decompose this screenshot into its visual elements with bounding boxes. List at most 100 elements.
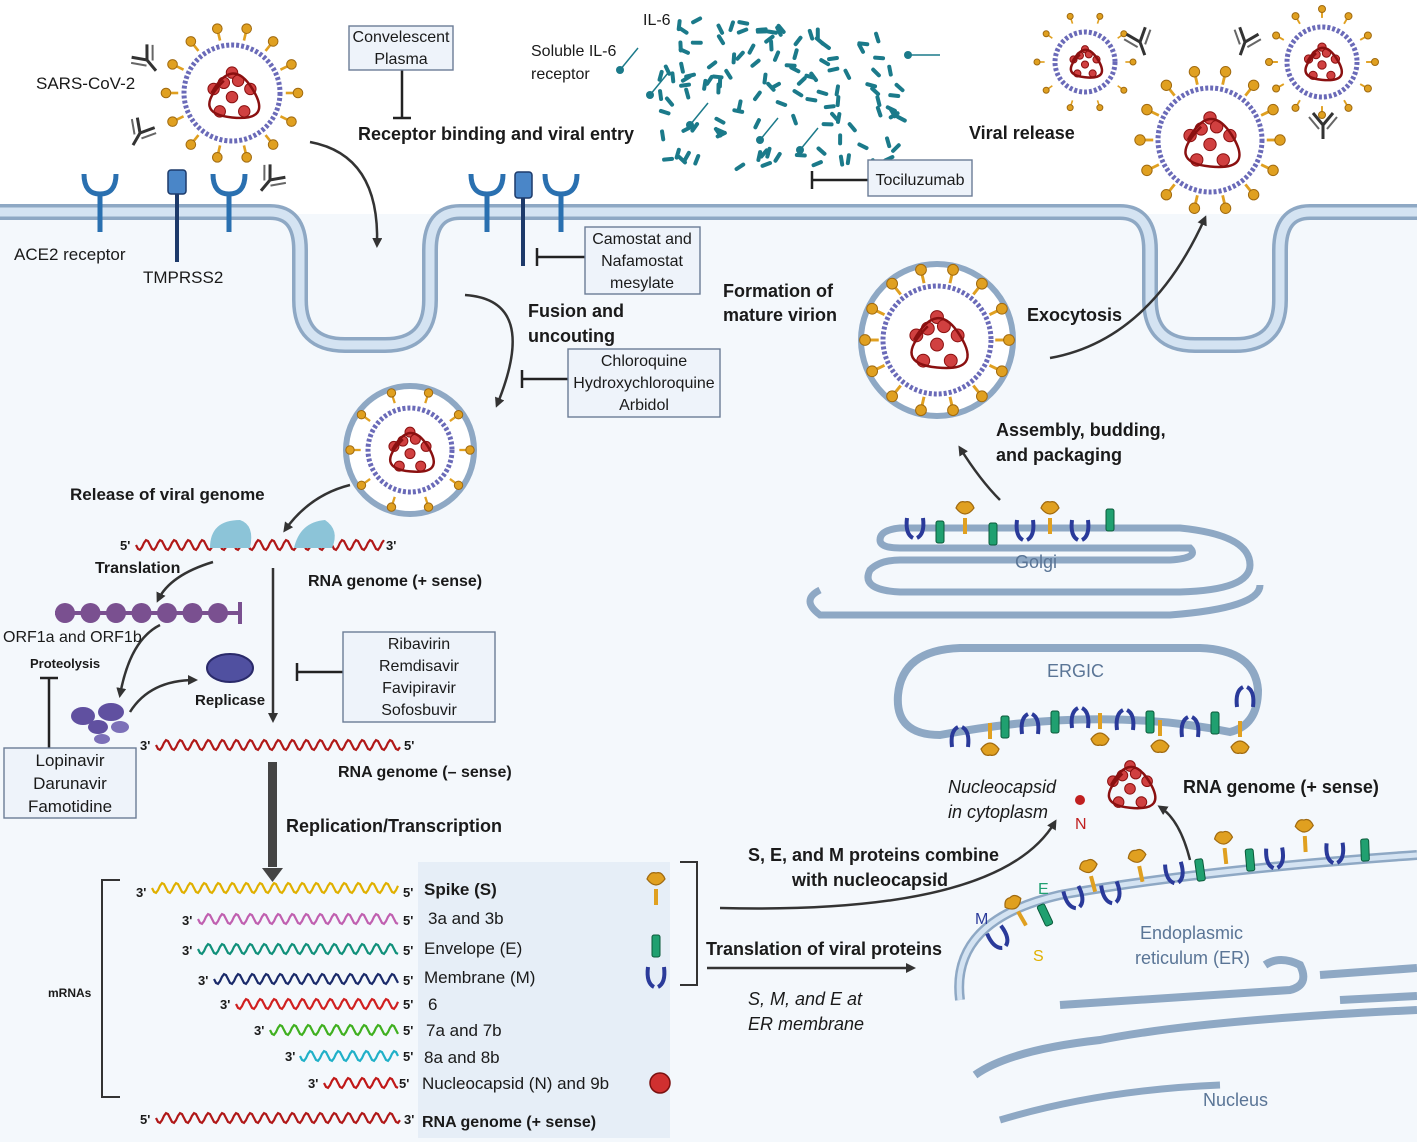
translation-label: Translation <box>95 560 180 577</box>
drug-name: Chloroquine <box>601 353 687 370</box>
drug-name: Darunavir <box>33 774 107 793</box>
five-prime-label: 5' <box>403 913 413 928</box>
ace2-receptor-icon <box>468 173 506 232</box>
translation-arrow <box>156 560 214 603</box>
three-prime-label: 3' <box>404 1112 414 1127</box>
replicase-icon <box>206 653 254 683</box>
drug-name: Plasma <box>374 51 427 68</box>
drug-name: Sofosbuvir <box>381 702 457 719</box>
rna-plus-bottom-label: RNA genome (+ sense) <box>422 1114 596 1131</box>
combine-arrow <box>719 819 1057 910</box>
exocytosis-arrow <box>1049 215 1207 360</box>
sem-er-label: S, M, and E at <box>748 989 863 1009</box>
drug-name: Convelescent <box>353 29 451 46</box>
rna-minus-label: RNA genome (– sense) <box>338 764 512 781</box>
virus-particle-icon <box>160 23 304 163</box>
fusion-label: uncouting <box>528 326 615 346</box>
process-arrows <box>116 140 1207 973</box>
tocilizumab-drug-box <box>867 159 973 197</box>
mrna-panel-background <box>418 862 670 1138</box>
five-prime-label: 5' <box>403 1023 413 1038</box>
five-prime-label: 5' <box>120 538 130 553</box>
tmprss2-label: TMPRSS2 <box>143 268 223 287</box>
five-prime-label: 5' <box>140 1112 150 1127</box>
proteolysis-label: Proteolysis <box>30 656 100 671</box>
virus-particle-icon <box>1134 66 1286 214</box>
mrna-label: 8a and 8b <box>424 1048 500 1067</box>
drug-name: Tociluzumab <box>876 172 965 189</box>
five-prime-label: 5' <box>404 738 414 753</box>
drug-name: Arbidol <box>619 397 669 414</box>
combine-label: with nucleocapsid <box>791 870 948 890</box>
tmprss2-icon <box>167 169 187 262</box>
rna-plus-arrow <box>1157 805 1192 861</box>
ace2-receptor-icon <box>210 173 248 232</box>
replication-arrow-shaft <box>268 762 277 867</box>
n-protein-label: N <box>1075 816 1087 833</box>
tmprss2-icon <box>514 171 533 266</box>
three-prime-label: 3' <box>182 913 192 928</box>
antibody-icons <box>130 26 1338 192</box>
ergic-proteins <box>949 685 1256 756</box>
formation-label: mature virion <box>723 305 837 325</box>
mature-virion-icon <box>858 261 1016 419</box>
three-prime-label: 3' <box>182 943 192 958</box>
five-prime-label: 5' <box>403 997 413 1012</box>
three-prime-label: 3' <box>198 973 208 988</box>
assembly-arrow <box>958 445 1001 501</box>
drug-name: Favipiravir <box>382 680 456 697</box>
camostat-drug-box <box>584 226 701 295</box>
golgi-label: Golgi <box>1015 552 1057 572</box>
virus-particle-icon <box>1033 12 1137 112</box>
er-label: reticulum (ER) <box>1135 948 1250 968</box>
e-protein-label: E <box>1038 881 1049 898</box>
three-prime-label: 3' <box>285 1049 295 1064</box>
inhibition-lines <box>40 70 868 748</box>
nucleocapsid-icon <box>1107 760 1157 810</box>
rna-plus-label: RNA genome (+ sense) <box>308 573 482 590</box>
plasma-membrane-inner <box>0 207 1417 350</box>
nucleus-label: Nucleus <box>1203 1090 1268 1110</box>
m-protein-label: M <box>975 911 988 928</box>
ribosome-icon <box>210 520 252 548</box>
nucleocapsid-label: in cytoplasm <box>948 802 1048 822</box>
rna-plus-label: RNA genome (+ sense) <box>1183 777 1379 797</box>
three-prime-label: 3' <box>140 738 150 753</box>
endosome-virion-icon <box>343 383 477 517</box>
protein-fragments-icon <box>71 703 129 744</box>
mrna-label: 6 <box>428 995 437 1014</box>
n-protein-dot <box>1075 795 1085 805</box>
mrna-protein-icons <box>645 872 671 1094</box>
er-proteins <box>985 818 1370 950</box>
release-arrow <box>283 483 351 533</box>
drug-name: mesylate <box>610 275 674 292</box>
golgi-apparatus <box>806 524 1264 619</box>
ergic-label: ERGIC <box>1047 661 1104 681</box>
ace2-label: ACE2 receptor <box>14 245 126 264</box>
ribosome-icon <box>294 520 335 548</box>
mrna-label: 7a and 7b <box>426 1021 502 1040</box>
sem-er-label: ER membrane <box>748 1014 864 1034</box>
il6-molecules-icon <box>616 16 940 172</box>
orf1a-orf1b-polyprotein-icon <box>55 602 242 624</box>
five-prime-label: 5' <box>403 943 413 958</box>
translation-viral-label: Translation of viral proteins <box>706 939 942 959</box>
drug-name: Lopinavir <box>36 751 105 770</box>
rna-strands <box>135 538 401 1125</box>
three-prime-label: 3' <box>386 538 396 553</box>
mrnas-label: mRNAs <box>48 986 92 1000</box>
fusion-arrow <box>464 293 514 408</box>
plasma-drug-box <box>348 25 454 71</box>
mrna-label: Spike (S) <box>424 880 497 899</box>
er-label: Endoplasmic <box>1140 923 1243 943</box>
replicase-label: Replicase <box>195 692 265 709</box>
chloroquine-drug-box <box>567 348 721 418</box>
mrna-label: Nucleocapsid (N) and 9b <box>422 1074 609 1093</box>
replication-label: Replication/Transcription <box>286 816 502 836</box>
structural-mrna-bracket <box>680 861 698 986</box>
ace2-receptor-icon <box>542 173 580 232</box>
three-prime-label: 3' <box>136 885 146 900</box>
lopinavir-drug-box <box>3 747 137 819</box>
receptor-binding-label: Receptor binding and viral entry <box>358 124 634 144</box>
